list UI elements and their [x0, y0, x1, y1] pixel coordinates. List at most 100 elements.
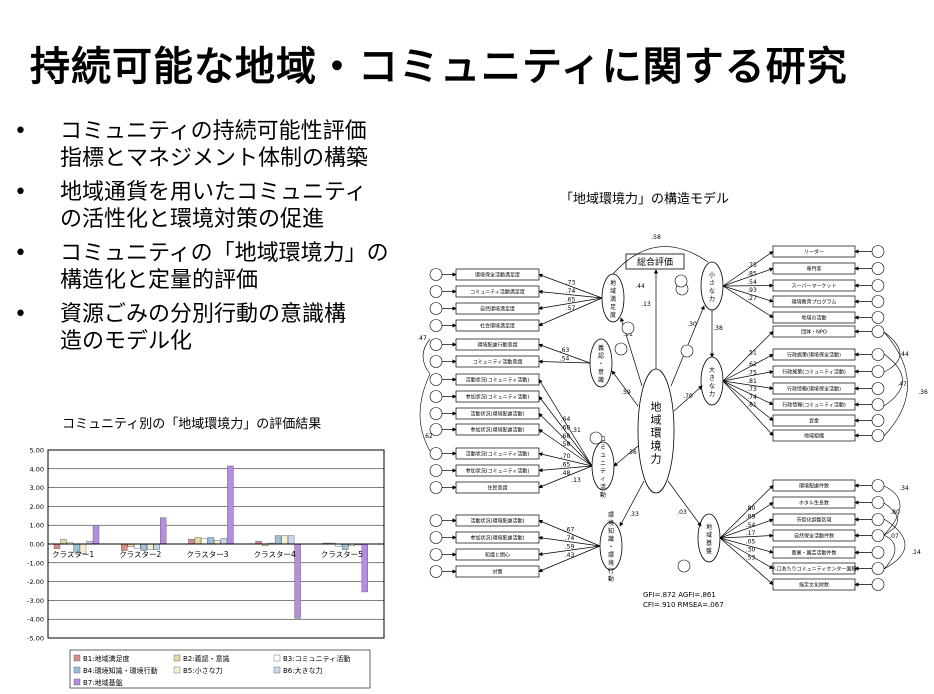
path-arrow: [719, 485, 774, 539]
indicator-label: 指定文化財数: [799, 582, 829, 589]
path-coefficient: .62: [423, 433, 433, 440]
legend-label: B2:義認・意識: [183, 654, 230, 663]
factor-label-char: 基: [706, 539, 712, 547]
indicator-label: 資金: [809, 418, 819, 425]
path-arrow: [538, 289, 603, 299]
path-arrow: [673, 385, 703, 412]
factor-label-char: 域: [706, 531, 712, 539]
path-coefficient: .44: [899, 351, 909, 358]
bullet-mark: •: [14, 180, 27, 205]
indicator-label: 活動状況(コミュニティ活動): [466, 377, 530, 384]
path-coefficient: .74: [565, 535, 575, 542]
path-coefficient: .47: [417, 335, 427, 342]
path-coefficient: .74: [747, 394, 757, 401]
path-arrow: [722, 267, 774, 287]
factor-label-char: 意: [598, 368, 604, 376]
error-term-right: [871, 311, 885, 324]
x-category-label: クラスター4: [254, 550, 296, 559]
error-term-right: [871, 245, 885, 258]
covariance-arc: [422, 338, 431, 375]
indicator-label: 知識と関心: [485, 552, 510, 559]
path-arrow: [722, 251, 774, 287]
error-term-left: [429, 464, 443, 477]
indicator-label: ホタル生息数: [799, 500, 829, 507]
path-arrow: [719, 518, 774, 539]
path-coefficient: .59: [621, 389, 631, 396]
indicator-label: 行政情報(環境保全活動): [787, 386, 841, 393]
path-coefficient: .36: [918, 389, 928, 396]
path-arrow: [719, 537, 774, 554]
factor-label-char: 環: [608, 512, 614, 519]
bullet-line: 資源ごみの分別行動の意識構: [60, 302, 347, 327]
bullet-mark: •: [14, 302, 27, 327]
indicator-label: 活動状況(環境配慮活動): [471, 518, 525, 525]
bar: [201, 538, 208, 545]
factor-label-char: な: [709, 383, 715, 390]
legend-swatch: [273, 666, 281, 674]
path-coefficient: .13: [641, 301, 651, 308]
path-coefficient: .44: [635, 283, 645, 290]
path-coefficient: .85: [747, 270, 757, 277]
path-coefficient: .65: [561, 461, 571, 468]
factor-label-char: 度: [610, 311, 616, 319]
factor-label-char: 環: [651, 427, 662, 440]
y-tick-label: 0.00: [30, 541, 44, 549]
path-coefficient: .80: [746, 505, 756, 512]
bullet-mark: •: [14, 119, 27, 144]
factor-label-char: 力: [709, 390, 715, 398]
legend-swatch: [73, 678, 81, 686]
error-term-right: [871, 479, 885, 492]
path-coefficient: .68: [561, 433, 571, 440]
error-term-right: [871, 496, 885, 509]
factor-label-char: 知: [608, 527, 614, 535]
factor-label-char: テ: [600, 468, 606, 475]
bar: [53, 543, 61, 549]
path-arrow: [667, 480, 702, 527]
factor-label-char: 力: [651, 453, 662, 466]
error-term-right: [871, 382, 885, 395]
indicator-label: 人口あたりコミュニティセンター面積: [772, 566, 857, 573]
bar: [220, 538, 228, 545]
error-term-left: [429, 447, 443, 460]
bullet-line: コミュニティの「地域環境力」の: [60, 241, 389, 266]
factor-label-char: 動: [600, 491, 606, 499]
path-arrow: [538, 395, 593, 467]
error-term-left: [429, 514, 443, 527]
indicator-label: リーダー: [804, 249, 824, 256]
legend-swatch: [173, 666, 181, 674]
factor-label-char: 足: [610, 304, 616, 311]
path-coefficient: .34: [899, 485, 909, 492]
indicator-label: コミュニティ活動意識: [473, 359, 523, 366]
factor-label-char: き: [709, 375, 715, 382]
error-term-left: [429, 355, 443, 368]
y-tick-label: 1.00: [30, 522, 44, 530]
y-tick-label: -4.00: [27, 616, 44, 624]
legend-swatch: [73, 666, 81, 674]
covariance-arc: [883, 534, 896, 570]
factor-label-char: ニ: [600, 460, 606, 467]
legend-swatch: [73, 654, 81, 662]
path-arrow: [538, 545, 601, 557]
indicator-label: 対策: [492, 569, 502, 576]
bar: [133, 543, 141, 549]
indicator-label: 団体・NPO: [801, 329, 827, 336]
path-coefficient: .70: [683, 393, 693, 400]
covariance-arc: [883, 485, 901, 536]
path-coefficient: .63: [560, 347, 570, 354]
y-tick-label: 3.00: [30, 484, 44, 492]
path-coefficient: .75: [747, 369, 757, 376]
bullet-item: • コミュニティの持続可能性評価 指標とマネジメント体制の構築: [14, 118, 414, 172]
path-arrow: [722, 380, 774, 437]
error-term-right: [871, 365, 885, 378]
indicator-label: 環境保全活動満足度: [475, 272, 520, 279]
factor-label-char: 境: [608, 559, 614, 567]
indicator-label: 専門家: [806, 266, 821, 273]
bullet-item: • 地域通貨を用いたコミュニティ の活性化と環境対策の促進: [14, 179, 414, 233]
legend-box: [69, 649, 371, 689]
path-arrow: [538, 429, 593, 467]
legend-label: B1:地域満足度: [83, 654, 130, 663]
path-arrow: [722, 283, 774, 288]
covariance-arc: [883, 353, 903, 407]
bar: [274, 535, 282, 545]
factor-label-char: 動: [608, 575, 614, 583]
